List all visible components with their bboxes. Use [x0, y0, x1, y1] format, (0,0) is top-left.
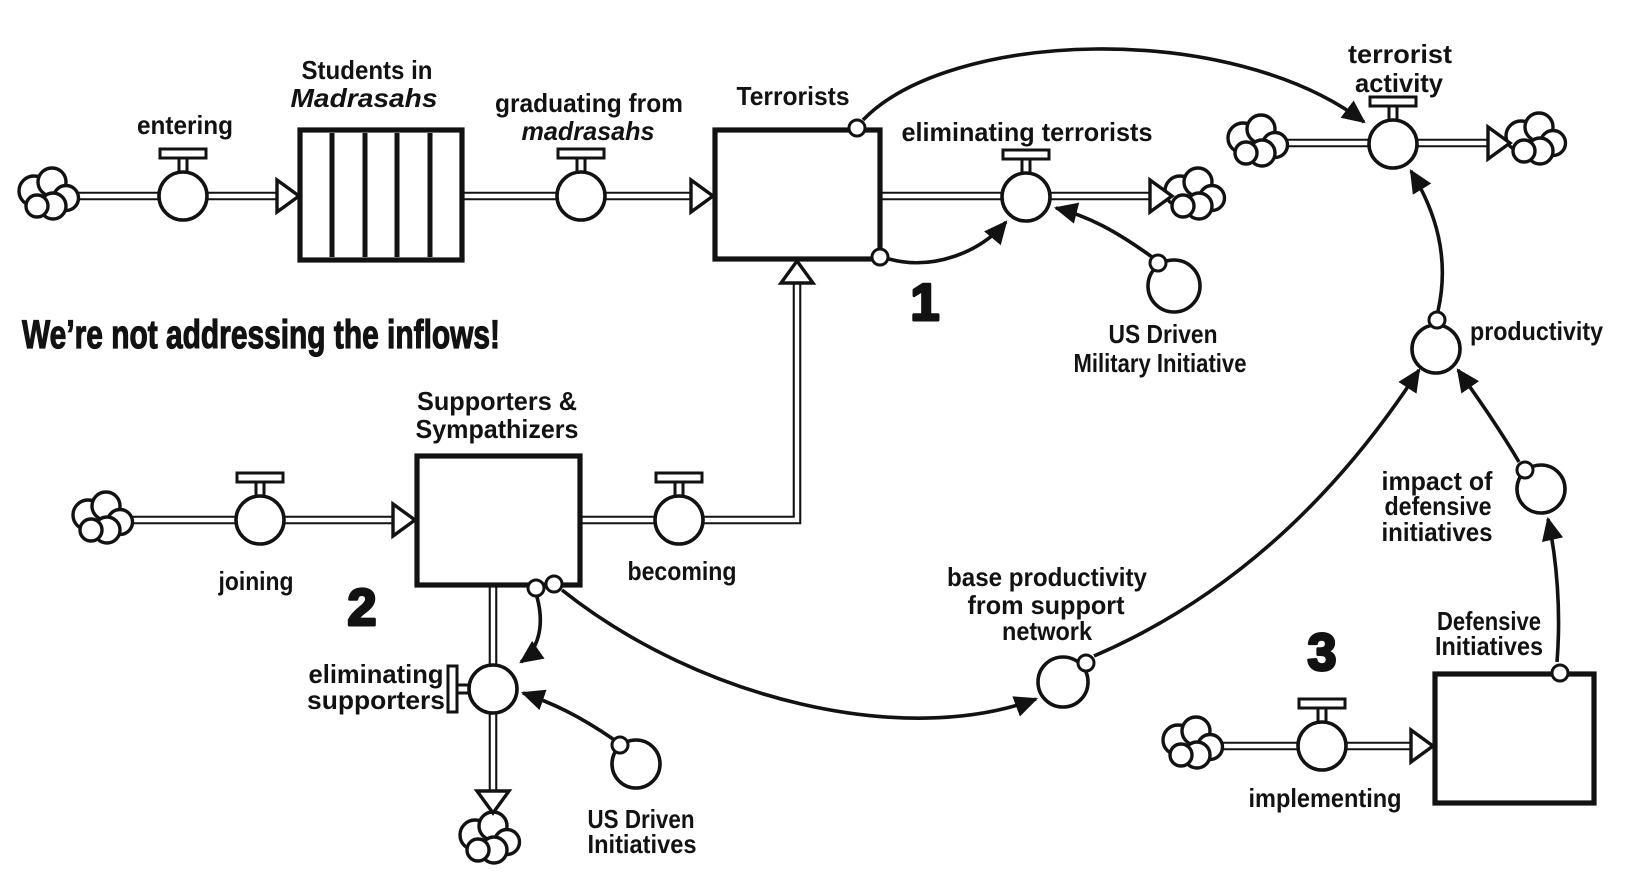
label-graduating-line1: graduating from	[495, 88, 683, 118]
valve-graduating	[555, 147, 607, 222]
label-eliminating-supporters-line2: supporters	[307, 685, 445, 715]
flow-arrowhead-into-supporters	[391, 502, 417, 538]
label-loop-number-3: 3	[1308, 624, 1337, 682]
connector-terrorists-to-eliminating-terrorists	[888, 220, 1008, 265]
connector-supporters-to-base-productivity	[560, 588, 1039, 720]
converter-productivity	[1410, 310, 1462, 375]
label-defensive-line2: Initiatives	[1435, 631, 1543, 661]
flow-pipe-becoming	[580, 280, 802, 525]
converter-base-productivity	[1036, 653, 1096, 709]
converter-impact-of-defensive-initiatives	[1515, 460, 1567, 515]
label-eliminating-supporters-line1: eliminating	[309, 659, 444, 689]
converter-us-driven-initiatives	[610, 735, 662, 790]
label-impact-line3: initiatives	[1382, 517, 1493, 547]
flow-arrowhead-into-terrorists	[689, 178, 715, 214]
valve-entering	[157, 147, 209, 222]
cloud-sink-eliminating-terrorists	[1163, 166, 1227, 221]
valve-becoming	[653, 471, 705, 546]
label-impact-line1: impact of	[1382, 466, 1493, 496]
cloud-source-entering	[17, 166, 81, 221]
stock-defensive-initiatives	[1432, 671, 1597, 806]
cloud-source-implementing	[1161, 715, 1225, 770]
connector-impact-to-productivity	[1456, 368, 1521, 463]
label-base-productivity-line1: base productivity	[947, 562, 1147, 592]
cloud-sink-terrorist-activity	[1504, 111, 1568, 166]
label-terrorist-activity-line2: activity	[1355, 68, 1444, 98]
flow-arrowhead-into-students	[275, 178, 301, 214]
label-implementing: implementing	[1249, 783, 1402, 813]
stock-students-in-madrasahs	[297, 127, 465, 263]
label-students-line2: Madrasahs	[291, 83, 438, 113]
port-defensive-top	[1550, 663, 1570, 683]
port-terrorists-top	[847, 118, 867, 138]
connector-us-initiatives-to-eliminating-supporters	[520, 689, 615, 741]
valve-implementing	[1296, 697, 1348, 772]
valve-terrorist-activity	[1367, 95, 1419, 170]
label-productivity: productivity	[1470, 316, 1603, 346]
stock-terrorists	[712, 127, 883, 262]
label-becoming: becoming	[628, 556, 737, 586]
label-terrorists: Terrorists	[737, 81, 850, 111]
port-terrorists-bottom-right	[870, 247, 890, 267]
label-us-initiatives-line1: US Driven	[588, 804, 695, 834]
label-base-productivity-line2: from support	[968, 590, 1125, 620]
label-us-initiatives-line2: Initiatives	[588, 829, 697, 859]
valve-eliminating-terrorists	[1000, 148, 1052, 223]
stock-supporters-sympathizers	[414, 453, 583, 588]
connector-productivity-to-terrorist-activity	[1409, 169, 1445, 312]
valve-joining	[234, 471, 286, 546]
label-impact-line2: defensive	[1385, 491, 1492, 521]
label-eliminating-terrorists: eliminating terrorists	[902, 117, 1153, 147]
label-joining: joining	[218, 566, 294, 596]
label-terrorist-activity-line1: terrorist	[1348, 39, 1452, 69]
label-us-military-line1: US Driven	[1109, 319, 1218, 349]
flow-arrowhead-into-defensive	[1409, 728, 1435, 764]
label-supporters-line1: Supporters &	[417, 386, 577, 416]
cloud-sink-eliminating-supporters	[458, 810, 522, 865]
connector-defensive-to-impact	[1542, 516, 1564, 663]
connector-terrorists-to-terrorist-activity	[861, 47, 1366, 124]
label-supporters-line2: Sympathizers	[416, 414, 579, 444]
label-entering: entering	[137, 110, 233, 140]
label-loop-number-2: 2	[348, 579, 377, 637]
label-loop-number-1: 1	[911, 274, 940, 332]
callout-not-addressing-inflows: We’re not addressing the inflows!	[22, 313, 500, 357]
label-defensive-line1: Defensive	[1437, 606, 1541, 636]
label-base-productivity-line3: network	[1002, 616, 1092, 646]
label-graduating-line2: madrasahs	[522, 116, 655, 146]
flow-arrowhead-becoming-into-terrorists	[779, 259, 815, 285]
cloud-source-terrorist-activity	[1226, 113, 1290, 168]
connector-base-productivity-to-productivity	[1093, 368, 1421, 658]
label-students-line1: Students in	[302, 55, 433, 85]
connector-supporters-to-eliminating-supporters	[519, 596, 545, 664]
flow-arrowhead-into-supporters-cloud	[475, 789, 511, 815]
cloud-source-joining	[71, 490, 135, 545]
port-supporters-bottom-left	[526, 578, 546, 598]
connector-us-military-to-eliminating-terrorists	[1053, 202, 1154, 259]
converter-us-driven-military-initiative	[1146, 253, 1202, 314]
label-us-military-line2: Military Initiative	[1074, 348, 1247, 378]
valve-eliminating-supporters	[446, 663, 519, 715]
port-supporters-bottom-right	[544, 574, 564, 594]
